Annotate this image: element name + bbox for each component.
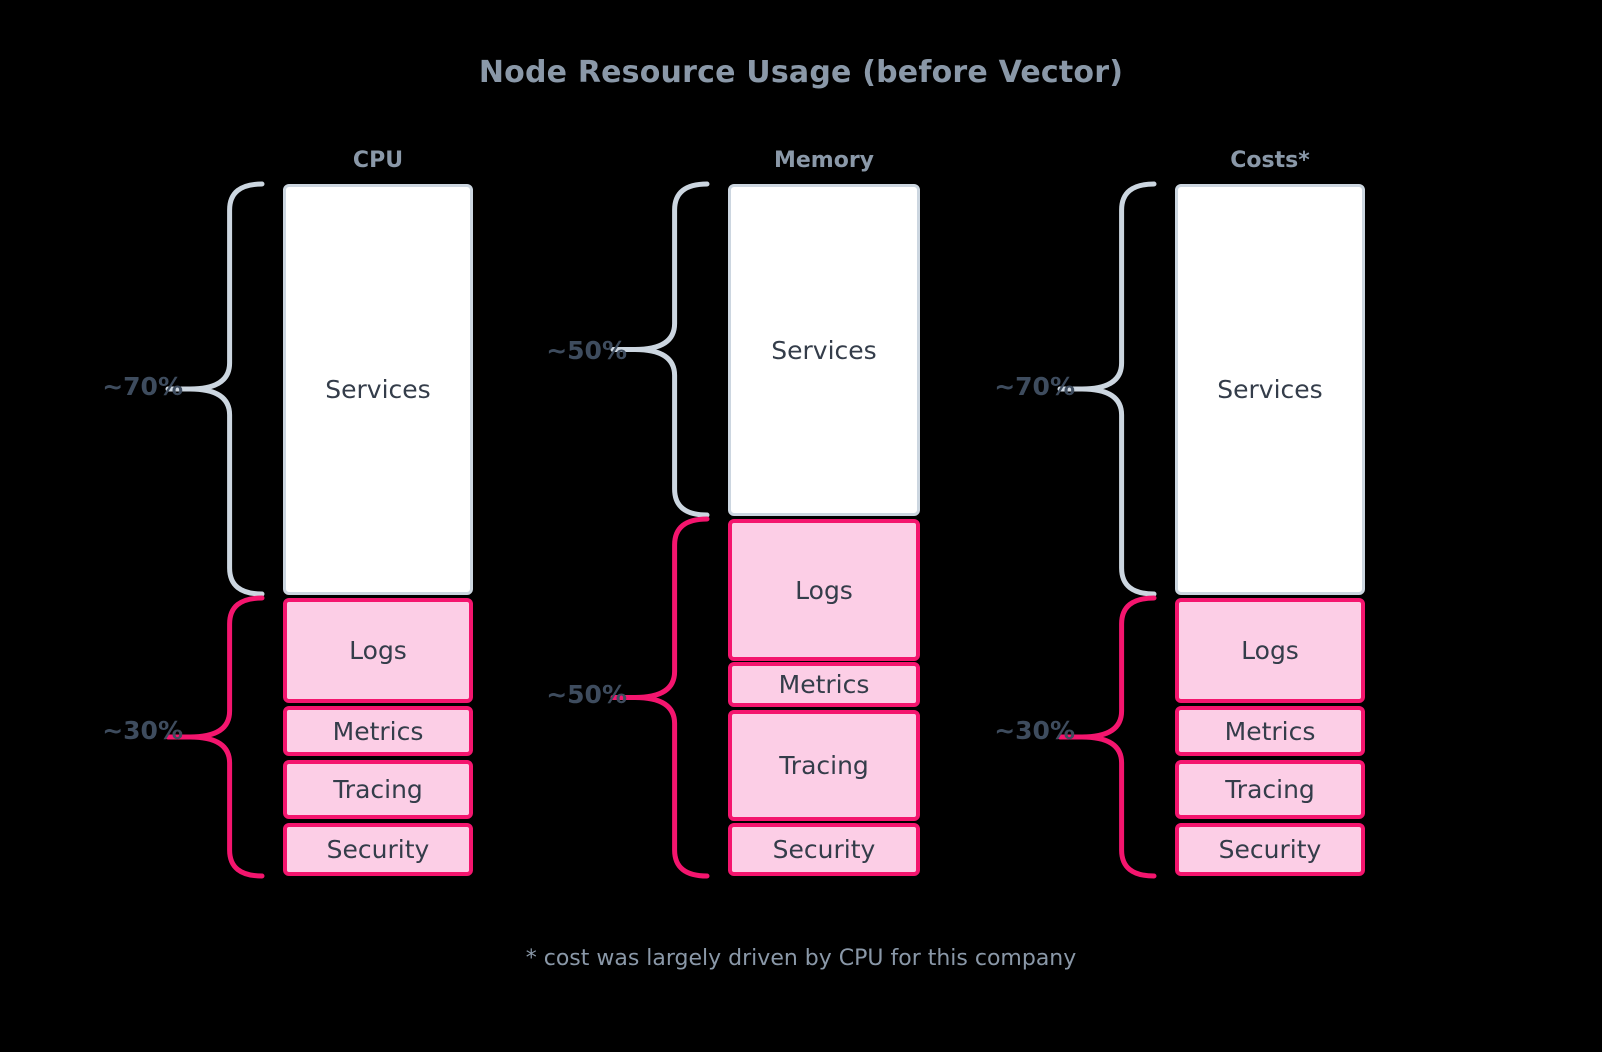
observability-percent-label-memory: ~50% xyxy=(546,680,627,709)
bar-segment-label: Logs xyxy=(795,575,853,605)
bar-segment-memory-metrics[interactable]: Metrics xyxy=(728,662,920,707)
bar-segment-memory-services[interactable]: Services xyxy=(728,184,920,516)
bar-segment-label: Tracing xyxy=(333,775,423,804)
observability-percent-label-cpu: ~30% xyxy=(102,716,183,745)
bar-segment-label: Services xyxy=(1217,375,1323,404)
bar-segment-label: Metrics xyxy=(332,716,424,746)
bar-segment-label: Metrics xyxy=(1224,716,1316,746)
bar-segment-cpu-tracing[interactable]: Tracing xyxy=(283,760,473,819)
bar-segment-memory-security[interactable]: Security xyxy=(728,823,920,876)
footnote-text: * cost was largely driven by CPU for thi… xyxy=(525,946,1077,971)
services-percent-label-cpu: ~70% xyxy=(102,372,183,401)
bar-segment-memory-logs[interactable]: Logs xyxy=(728,519,920,661)
observability-percent-label-costs: ~30% xyxy=(994,716,1075,745)
bar-segment-label: Services xyxy=(771,335,877,365)
bar-segment-costs-security[interactable]: Security xyxy=(1175,823,1365,876)
column-title-memory: Memory xyxy=(773,148,875,173)
bar-segment-label: Logs xyxy=(1241,636,1299,665)
bar-segment-label: Tracing xyxy=(1225,775,1315,804)
services-percent-label-costs: ~70% xyxy=(994,372,1075,401)
column-title-cpu: CPU xyxy=(352,148,404,173)
bar-segment-cpu-logs[interactable]: Logs xyxy=(283,598,473,703)
bar-segment-label: Security xyxy=(772,835,876,864)
bar-segment-label: Services xyxy=(325,375,431,404)
bar-segment-costs-logs[interactable]: Logs xyxy=(1175,598,1365,703)
bar-segment-label: Security xyxy=(1218,835,1322,864)
bar-segment-cpu-metrics[interactable]: Metrics xyxy=(283,706,473,756)
bar-segment-cpu-security[interactable]: Security xyxy=(283,823,473,876)
bar-segment-label: Security xyxy=(326,835,430,864)
page-title: Node Resource Usage (before Vector) xyxy=(478,55,1124,90)
column-title-costs: Costs* xyxy=(1230,148,1310,173)
bar-segment-label: Logs xyxy=(349,636,407,665)
bar-segment-costs-metrics[interactable]: Metrics xyxy=(1175,706,1365,756)
bar-segment-label: Tracing xyxy=(779,751,869,780)
bar-segment-cpu-services[interactable]: Services xyxy=(283,184,473,595)
bar-segment-label: Metrics xyxy=(778,670,870,699)
bar-segment-memory-tracing[interactable]: Tracing xyxy=(728,710,920,821)
services-percent-label-memory: ~50% xyxy=(546,336,627,365)
bar-segment-costs-tracing[interactable]: Tracing xyxy=(1175,760,1365,819)
bar-segment-costs-services[interactable]: Services xyxy=(1175,184,1365,595)
